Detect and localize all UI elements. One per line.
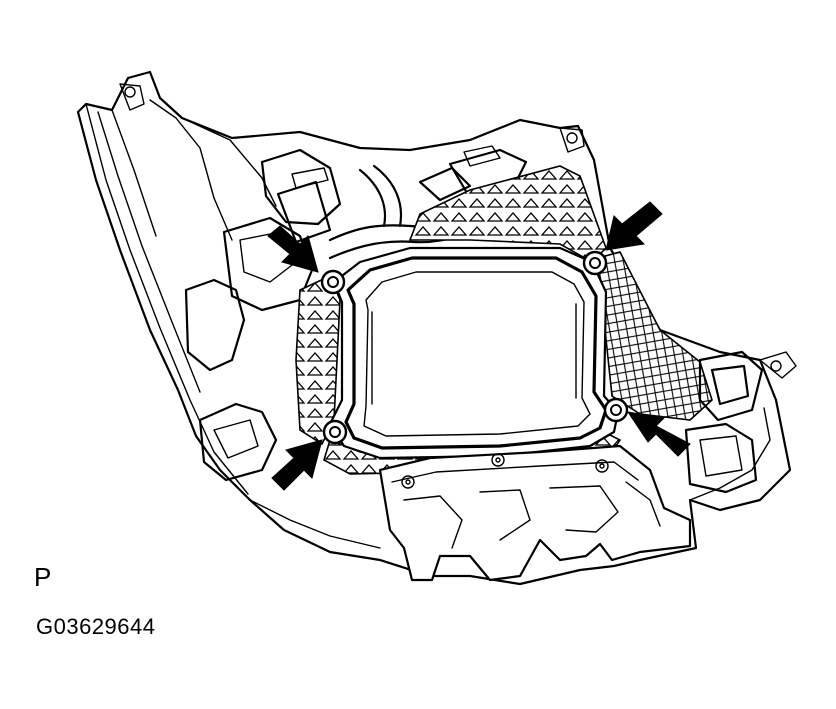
bolt-top-left <box>320 269 346 295</box>
headlamp-housing <box>76 70 797 586</box>
arrow-bottom-right <box>626 411 691 457</box>
figure-id: G03629644 <box>36 614 156 639</box>
bolt-top-right <box>582 250 608 276</box>
right-socket-assembly <box>684 350 764 494</box>
left-socket-assembly <box>184 148 342 482</box>
arrow-bottom-left <box>271 439 323 491</box>
bolt-bottom-left <box>322 419 348 445</box>
view-label: P <box>34 562 52 592</box>
mounting-bracket <box>378 444 692 582</box>
arrow-top-left <box>267 225 319 273</box>
bolt-bottom-right <box>603 397 629 423</box>
arrow-icon <box>267 201 691 491</box>
arrow-top-right <box>605 201 663 251</box>
ballast-unit <box>328 246 620 460</box>
bolt-icon <box>320 250 629 445</box>
